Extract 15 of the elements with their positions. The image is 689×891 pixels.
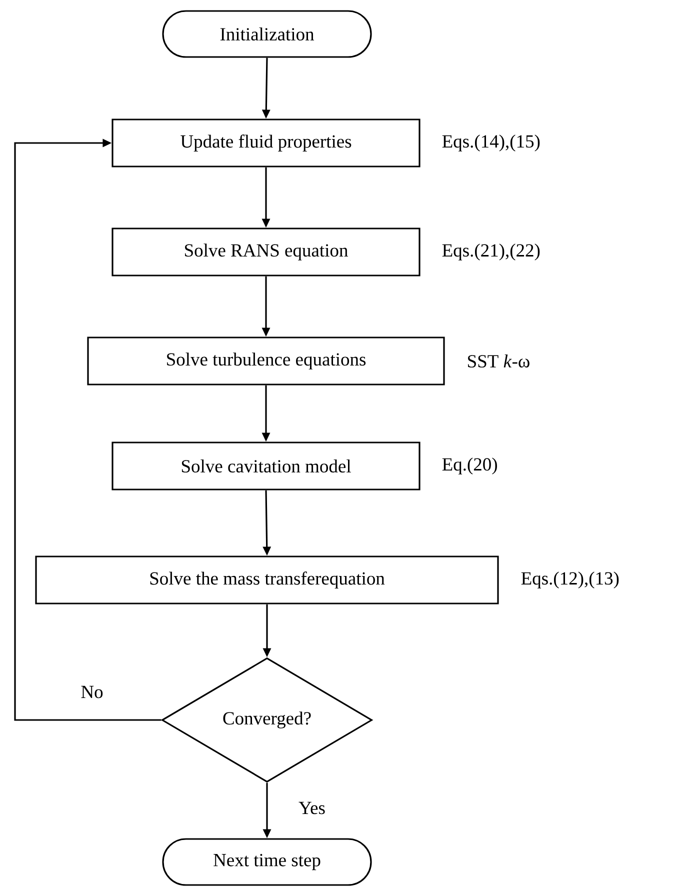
process-box: Solve the mass transferequation (35, 556, 499, 604)
process-box: Update fluid properties (112, 118, 420, 168)
equation-reference: Eqs.(14),(15) (442, 134, 540, 152)
equation-reference: Eqs.(21),(22) (442, 244, 540, 260)
edge-label: No (80, 684, 104, 700)
equation-reference: Eq.(20) (442, 458, 497, 474)
arrow (14, 138, 162, 721)
process-box: Solve turbulence equations (87, 336, 445, 386)
edge-label: Yes (298, 800, 326, 816)
process-box: Solve cavitation model (112, 442, 420, 490)
terminal-box: Next time step (162, 838, 372, 886)
terminal-box: Initialization (162, 10, 372, 58)
equation-reference: Eqs.(12),(13) (521, 572, 619, 588)
process-box: Solve RANS equation (112, 228, 420, 276)
equation-reference: SST k-ω (468, 354, 530, 368)
